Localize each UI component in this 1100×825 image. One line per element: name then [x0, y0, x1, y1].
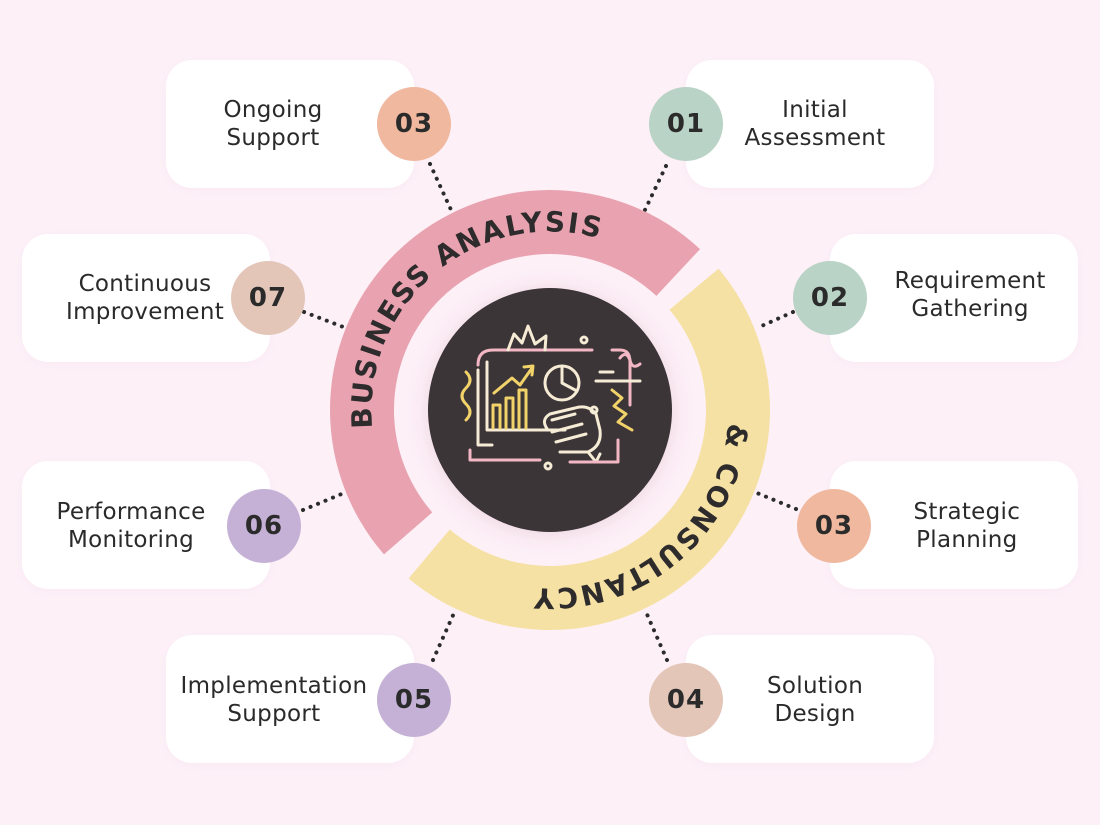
- connector-continuous-improvement: [302, 310, 348, 330]
- step-number-badge-requirement-gathering: 02: [793, 261, 867, 335]
- connector-implementation-support: [431, 611, 456, 662]
- step-number-badge-strategic-planning: 03: [797, 489, 871, 563]
- card-implementation-support: [166, 635, 414, 763]
- card-strategic-planning: [830, 461, 1078, 589]
- card-continuous-improvement: [22, 234, 270, 362]
- step-number-badge-ongoing-support: 03: [377, 87, 451, 161]
- step-number-badge-performance-monitoring: 06: [227, 489, 301, 563]
- step-number-badge-solution-design: 04: [649, 663, 723, 737]
- center-circle: [428, 288, 672, 532]
- step-label-line2: Monitoring: [68, 527, 195, 553]
- step-label-line1: Performance: [56, 499, 206, 525]
- card-ongoing-support: [166, 60, 414, 188]
- step-label-line2: Support: [226, 125, 320, 151]
- step-label-line1: Requirement: [894, 268, 1046, 294]
- upper-arc: [330, 190, 701, 555]
- connector-requirement-gathering: [755, 310, 795, 330]
- card-solution-design: [686, 635, 934, 763]
- step-label-line1: Initial: [782, 97, 848, 123]
- connector-solution-design: [644, 610, 669, 662]
- step-label-line1: Ongoing: [223, 97, 323, 123]
- step-label-line2: Improvement: [66, 299, 225, 325]
- step-number-badge-continuous-improvement: 07: [231, 261, 305, 335]
- connector-performance-monitoring: [301, 491, 346, 512]
- step-label-line1: Implementation: [180, 673, 368, 699]
- step-number-badge-initial-assessment: 01: [649, 87, 723, 161]
- step-label-line1: Strategic: [913, 499, 1021, 525]
- step-label-line2: Assessment: [744, 125, 886, 151]
- card-initial-assessment: [686, 60, 934, 188]
- connector-strategic-planning: [755, 491, 798, 511]
- step-label-line1: Solution: [767, 673, 864, 699]
- step-label-line2: Support: [227, 701, 321, 727]
- step-label-line2: Gathering: [911, 296, 1029, 322]
- business-analytics-dashboard-icon: [460, 324, 642, 471]
- lower-arc: [408, 268, 771, 631]
- step-number-badge-implementation-support: 05: [377, 663, 451, 737]
- connector-ongoing-support: [428, 162, 454, 214]
- step-label-line2: Planning: [916, 527, 1018, 553]
- connector-initial-assessment: [642, 164, 668, 214]
- step-label-line2: Design: [774, 701, 856, 727]
- card-requirement-gathering: [830, 234, 1078, 362]
- step-label-line1: Continuous: [78, 271, 212, 297]
